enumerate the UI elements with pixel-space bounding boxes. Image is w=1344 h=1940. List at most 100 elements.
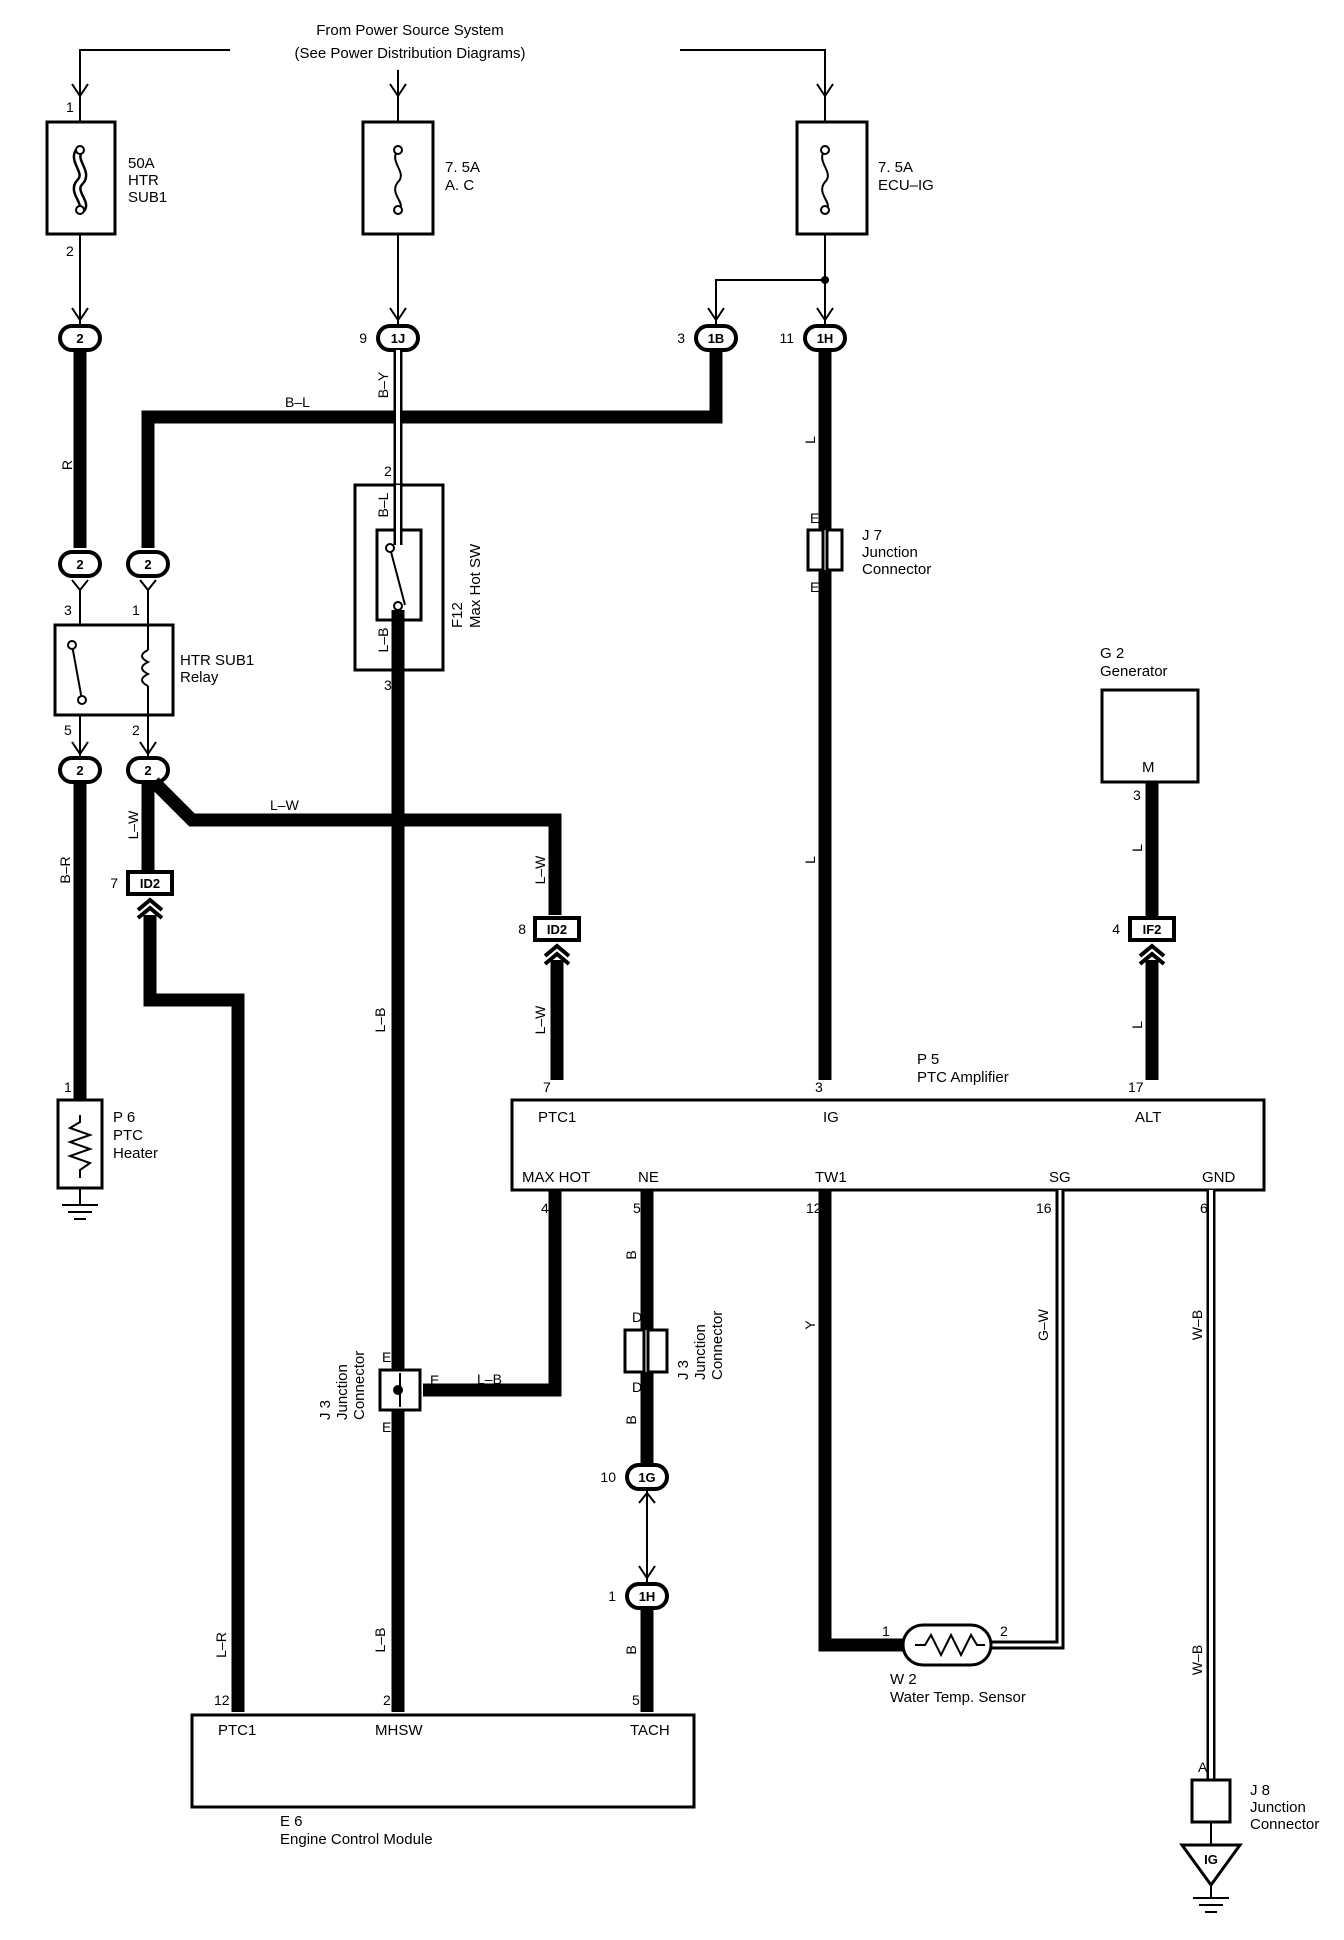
svg-text:D: D [632, 1309, 642, 1325]
svg-text:G–W: G–W [1035, 1308, 1051, 1341]
svg-text:J 8: J 8 [1250, 1782, 1270, 1799]
wire-bl [141, 350, 723, 548]
source-line2: (See Power Distribution Diagrams) [295, 45, 526, 62]
arrow-icon [638, 1565, 656, 1580]
svg-text:3: 3 [384, 677, 392, 693]
svg-text:3: 3 [64, 602, 72, 618]
svg-text:5: 5 [632, 1692, 640, 1708]
svg-text:B: B [623, 1415, 639, 1424]
wire-y [818, 1190, 905, 1652]
svg-text:MHSW: MHSW [375, 1722, 423, 1739]
ground-icon [62, 1188, 98, 1220]
svg-text:2: 2 [132, 722, 140, 738]
svg-text:M: M [1142, 759, 1155, 776]
j8-junction-connector: A J 8 Junction Connector [1190, 1759, 1319, 1833]
svg-text:ID2: ID2 [547, 922, 567, 937]
connector-2-relay-right: 2 [126, 550, 170, 592]
wire-lw-run [149, 777, 562, 915]
svg-text:L–R: L–R [213, 1632, 229, 1658]
svg-text:2: 2 [384, 463, 392, 479]
svg-text:2: 2 [76, 763, 83, 778]
fuse-htr-sub1: 1 2 50A HTR SUB1 [45, 96, 167, 259]
svg-text:8: 8 [518, 921, 526, 937]
svg-text:J 3: J 3 [317, 1400, 334, 1420]
connector-2-top: 2 [58, 324, 102, 352]
j3-junction-connector-right: D D J 3 Junction Connector [623, 1309, 726, 1395]
connector-id2-left: ID2 7 [110, 870, 174, 920]
svg-text:IG: IG [1204, 1852, 1218, 1867]
svg-text:Y: Y [802, 1320, 818, 1330]
svg-text:5: 5 [633, 1200, 641, 1216]
wire-lb-j3 [423, 1190, 562, 1397]
svg-text:Relay: Relay [180, 669, 219, 686]
svg-text:B: B [623, 1645, 639, 1654]
connector-if2: IF2 4 [1112, 916, 1176, 966]
connector-1h-bottom: 1H 1 [608, 1582, 669, 1610]
svg-text:J 3: J 3 [675, 1360, 692, 1380]
svg-text:L: L [1129, 1021, 1145, 1029]
svg-text:2: 2 [76, 331, 83, 346]
ptc-amplifier: P 5 PTC Amplifier 7 3 17 PTC1 IG ALT MAX… [510, 1051, 1266, 1216]
switch-contact-icon [389, 547, 406, 606]
svg-text:2: 2 [383, 1692, 391, 1708]
svg-text:NE: NE [638, 1169, 659, 1186]
svg-text:SG: SG [1049, 1169, 1071, 1186]
svg-text:L–W: L–W [532, 855, 548, 885]
ptc-heater: 1 P 6 PTC Heater [56, 1079, 158, 1190]
svg-text:Junction: Junction [334, 1364, 351, 1420]
svg-text:1H: 1H [817, 331, 834, 346]
svg-text:Heater: Heater [113, 1145, 158, 1162]
svg-text:5: 5 [64, 722, 72, 738]
fuse-link-icon [394, 149, 402, 211]
svg-text:3: 3 [815, 1079, 823, 1095]
svg-text:P 5: P 5 [917, 1051, 939, 1068]
svg-text:ID2: ID2 [140, 876, 160, 891]
svg-text:Water Temp. Sensor: Water Temp. Sensor [890, 1689, 1026, 1706]
svg-text:E: E [810, 579, 819, 595]
svg-text:7. 5A: 7. 5A [445, 159, 480, 176]
svg-text:L–W: L–W [270, 797, 300, 813]
max-hot-switch: 2 3 B–L L–B F12 Max Hot SW [353, 463, 484, 693]
j7-junction-connector: E E J 7 Junction Connector [806, 510, 931, 595]
svg-text:A. C: A. C [445, 177, 474, 194]
svg-text:Junction: Junction [692, 1324, 709, 1380]
svg-text:IF2: IF2 [1143, 922, 1162, 937]
svg-text:L–B: L–B [477, 1371, 502, 1387]
svg-text:L: L [802, 856, 818, 864]
svg-text:12: 12 [214, 1692, 230, 1708]
source-line1: From Power Source System [316, 22, 504, 39]
svg-text:ALT: ALT [1135, 1109, 1161, 1126]
fuse-ecu-ig: 7. 5A ECU–IG [795, 96, 934, 236]
svg-text:HTR SUB1: HTR SUB1 [180, 652, 254, 669]
svg-text:B: B [623, 1250, 639, 1259]
svg-text:P 6: P 6 [113, 1109, 135, 1126]
ground-ig-icon: IG [1179, 1822, 1243, 1913]
svg-text:3: 3 [1133, 787, 1141, 803]
arrow-icon [71, 741, 89, 756]
feed-line-left [79, 49, 230, 95]
svg-text:R: R [59, 460, 75, 470]
arrow-icon [707, 307, 725, 322]
svg-text:MAX HOT: MAX HOT [522, 1169, 590, 1186]
arrow-icon [139, 741, 157, 756]
svg-text:17: 17 [1128, 1079, 1144, 1095]
svg-text:IG: IG [823, 1109, 839, 1126]
svg-text:PTC1: PTC1 [218, 1722, 256, 1739]
svg-text:1H: 1H [639, 1589, 656, 1604]
svg-text:16: 16 [1036, 1200, 1052, 1216]
resistor-icon [915, 1632, 985, 1658]
svg-text:2: 2 [76, 557, 83, 572]
svg-text:Connector: Connector [1250, 1816, 1319, 1833]
svg-text:4: 4 [541, 1200, 549, 1216]
svg-text:G 2: G 2 [1100, 645, 1124, 662]
svg-text:PTC: PTC [113, 1127, 143, 1144]
svg-text:12: 12 [806, 1200, 822, 1216]
feed-line-right [680, 49, 826, 95]
svg-text:L–B: L–B [375, 628, 391, 653]
svg-text:SUB1: SUB1 [128, 189, 167, 206]
arrow-icon [638, 1491, 656, 1504]
engine-control-module: 12 2 5 PTC1 MHSW TACH E 6 Engine Control… [190, 1692, 696, 1848]
svg-text:2: 2 [66, 243, 74, 259]
svg-text:Max Hot SW: Max Hot SW [467, 543, 484, 628]
